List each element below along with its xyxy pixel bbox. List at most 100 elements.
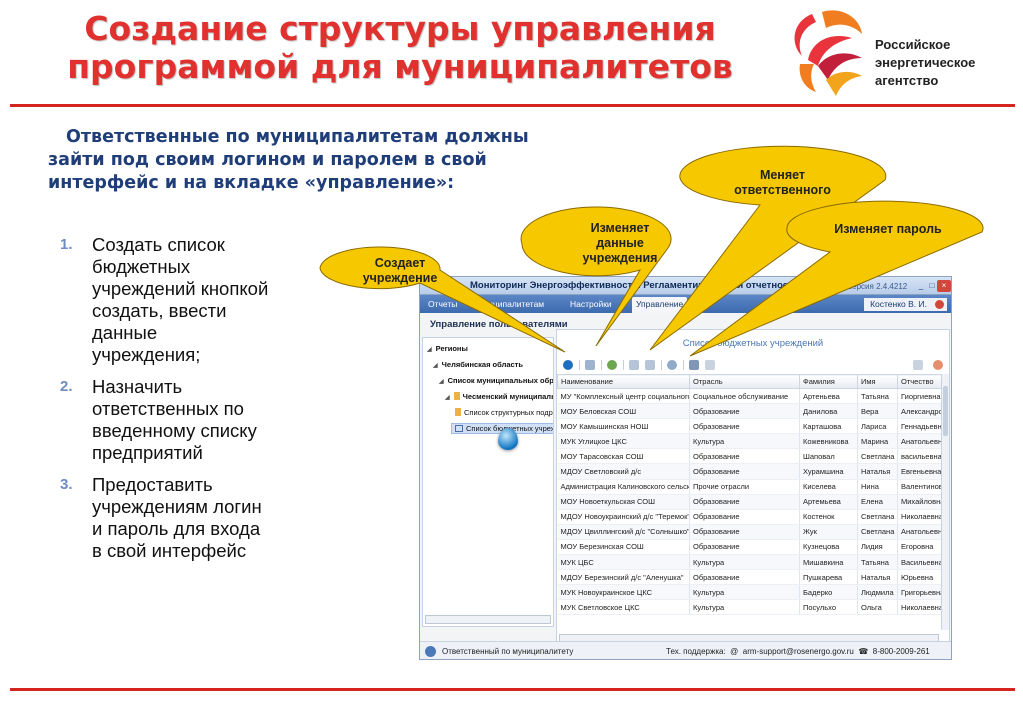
table-cell: Наталья [857,569,898,586]
expand-icon[interactable]: ◢ [427,347,432,353]
tree-hscrollbar[interactable] [425,615,551,624]
table-cell: Светлана [857,448,898,465]
user-box[interactable]: Костенко В. И. [864,298,947,311]
delete-icon[interactable] [645,360,655,370]
tree-node-label: Список муниципальных образований [447,376,554,385]
table-cell: Лариса [857,418,898,435]
expand-icon[interactable]: ◢ [439,379,444,385]
tree-node-municipalities[interactable]: ◢Список муниципальных образований [439,376,554,385]
table-cell: Елена [857,494,898,510]
table-cell: Евгеньевна [897,463,944,480]
edit-icon[interactable] [607,360,617,370]
table-row[interactable]: МДОУ Новоукраинский д/с "Теремок"Образов… [557,509,944,525]
app-title: Мониторинг Энергоэффективности. Регламен… [470,280,804,291]
search-icon[interactable] [705,360,715,370]
table-cell: Нина [857,479,898,495]
table-header-row: Наименование Отрасль Фамилия Имя Отчеств… [557,374,944,389]
table-cell: Анатольевна [897,524,944,540]
column-header[interactable]: Отрасль [689,374,800,389]
support-email[interactable]: arm-support@rosenergo.gov.ru [742,647,854,656]
institutions-table: Наименование Отрасль Фамилия Имя Отчеств… [557,374,944,616]
table-cell: Образование [689,463,800,480]
toolbar-separator [601,360,602,370]
grid-caption: Список бюджетных учреждений [682,338,824,349]
step-number: 3. [60,476,73,493]
toolbar-separator [683,360,684,370]
export-icon[interactable] [913,360,923,370]
table-cell: Шаповал [799,448,858,465]
table-cell: Николаевна [897,599,944,616]
tree-node-departments[interactable]: Список структурных подразделений [455,408,553,417]
table-cell: Ольга [857,599,898,616]
table-cell: Образование [689,494,800,510]
table-cell: Киселева [799,479,858,495]
slide-title-line2: программой для муниципалитетов [67,47,733,86]
settings-icon[interactable] [933,360,943,370]
column-header[interactable]: Имя [857,374,898,389]
list-icon [455,425,463,432]
column-header[interactable]: Фамилия [799,374,858,389]
table-cell: МОУ Березинская СОШ [557,539,690,556]
table-cell: Анатольевна [897,433,944,450]
bottom-divider [10,688,1015,691]
refresh-icon[interactable] [585,360,595,370]
step-item: 1. Создать список бюджетных учреждений к… [60,234,270,366]
status-support: Тех. поддержка: @ arm-support@rosenergo.… [666,647,930,656]
step-text: Создать список бюджетных учреждений кноп… [92,234,269,365]
table-cell: Татьяна [857,554,898,571]
column-header[interactable]: Наименование [557,374,690,389]
menu-municipalities[interactable]: Муниципалитетам [472,299,545,309]
scroll-thumb[interactable] [943,386,948,436]
top-divider [10,104,1015,107]
table-body: МУ "Комплексный центр социального обслуж… [557,388,944,616]
menu-management[interactable]: Управление [632,297,688,313]
close-icon[interactable]: × [937,280,951,292]
table-cell: Светлана [857,509,898,525]
table-cell: васильевна [897,448,944,465]
table-cell: Культура [689,584,800,601]
table-cell: Александровна [897,403,944,420]
table-row[interactable]: МДОУ Березинский д/с "Аленушка"Образован… [557,569,944,586]
assign-icon[interactable] [629,360,639,370]
table-cell: Пушкарева [799,569,858,586]
expand-icon[interactable]: ◢ [445,395,450,401]
expand-icon[interactable]: ◢ [433,363,438,369]
table-cell: Мишавкина [799,554,858,571]
table-row[interactable]: МДОУ Цвиллингский д/с "Солнышко"Образова… [557,524,944,540]
tree-node-regions[interactable]: ◢Регионы [427,344,468,353]
table-cell: Образование [689,524,800,540]
logo-line3: агентство [875,73,939,88]
grid-vscrollbar[interactable] [941,374,949,630]
table-row[interactable]: МУ "Комплексный центр социального обслуж… [557,388,944,405]
add-icon[interactable] [563,360,573,370]
table-cell: Вера [857,403,898,420]
agency-logo: Российское энергетическое агентство [782,4,1018,100]
tree-node-region[interactable]: ◢Челябинская область [433,360,523,369]
column-header[interactable]: Отчество [897,374,944,389]
tree-node-district[interactable]: ◢Чесменский муниципальный район [445,392,553,401]
app-titlebar: Мониторинг Энергоэффективности. Регламен… [420,277,951,295]
table-cell: Карташова [799,418,858,435]
slide-title-line1: Создание структуры управления [84,9,716,48]
table-cell: Прочие отрасли [689,479,800,495]
tree-panel: ◢Регионы ◢Челябинская область ◢Список му… [422,337,554,627]
table-row[interactable]: Администрация Калиновского сельского пос… [557,479,944,495]
key-icon[interactable] [689,360,699,370]
toolbar-separator [579,360,580,370]
menu-settings[interactable]: Настройки [570,299,612,309]
steps-list: 1. Создать список бюджетных учреждений к… [60,234,270,572]
step-number: 2. [60,378,73,395]
menu-reports[interactable]: Отчеты [428,299,458,309]
change-responsible-icon[interactable] [667,360,677,370]
logout-icon[interactable] [935,300,944,309]
